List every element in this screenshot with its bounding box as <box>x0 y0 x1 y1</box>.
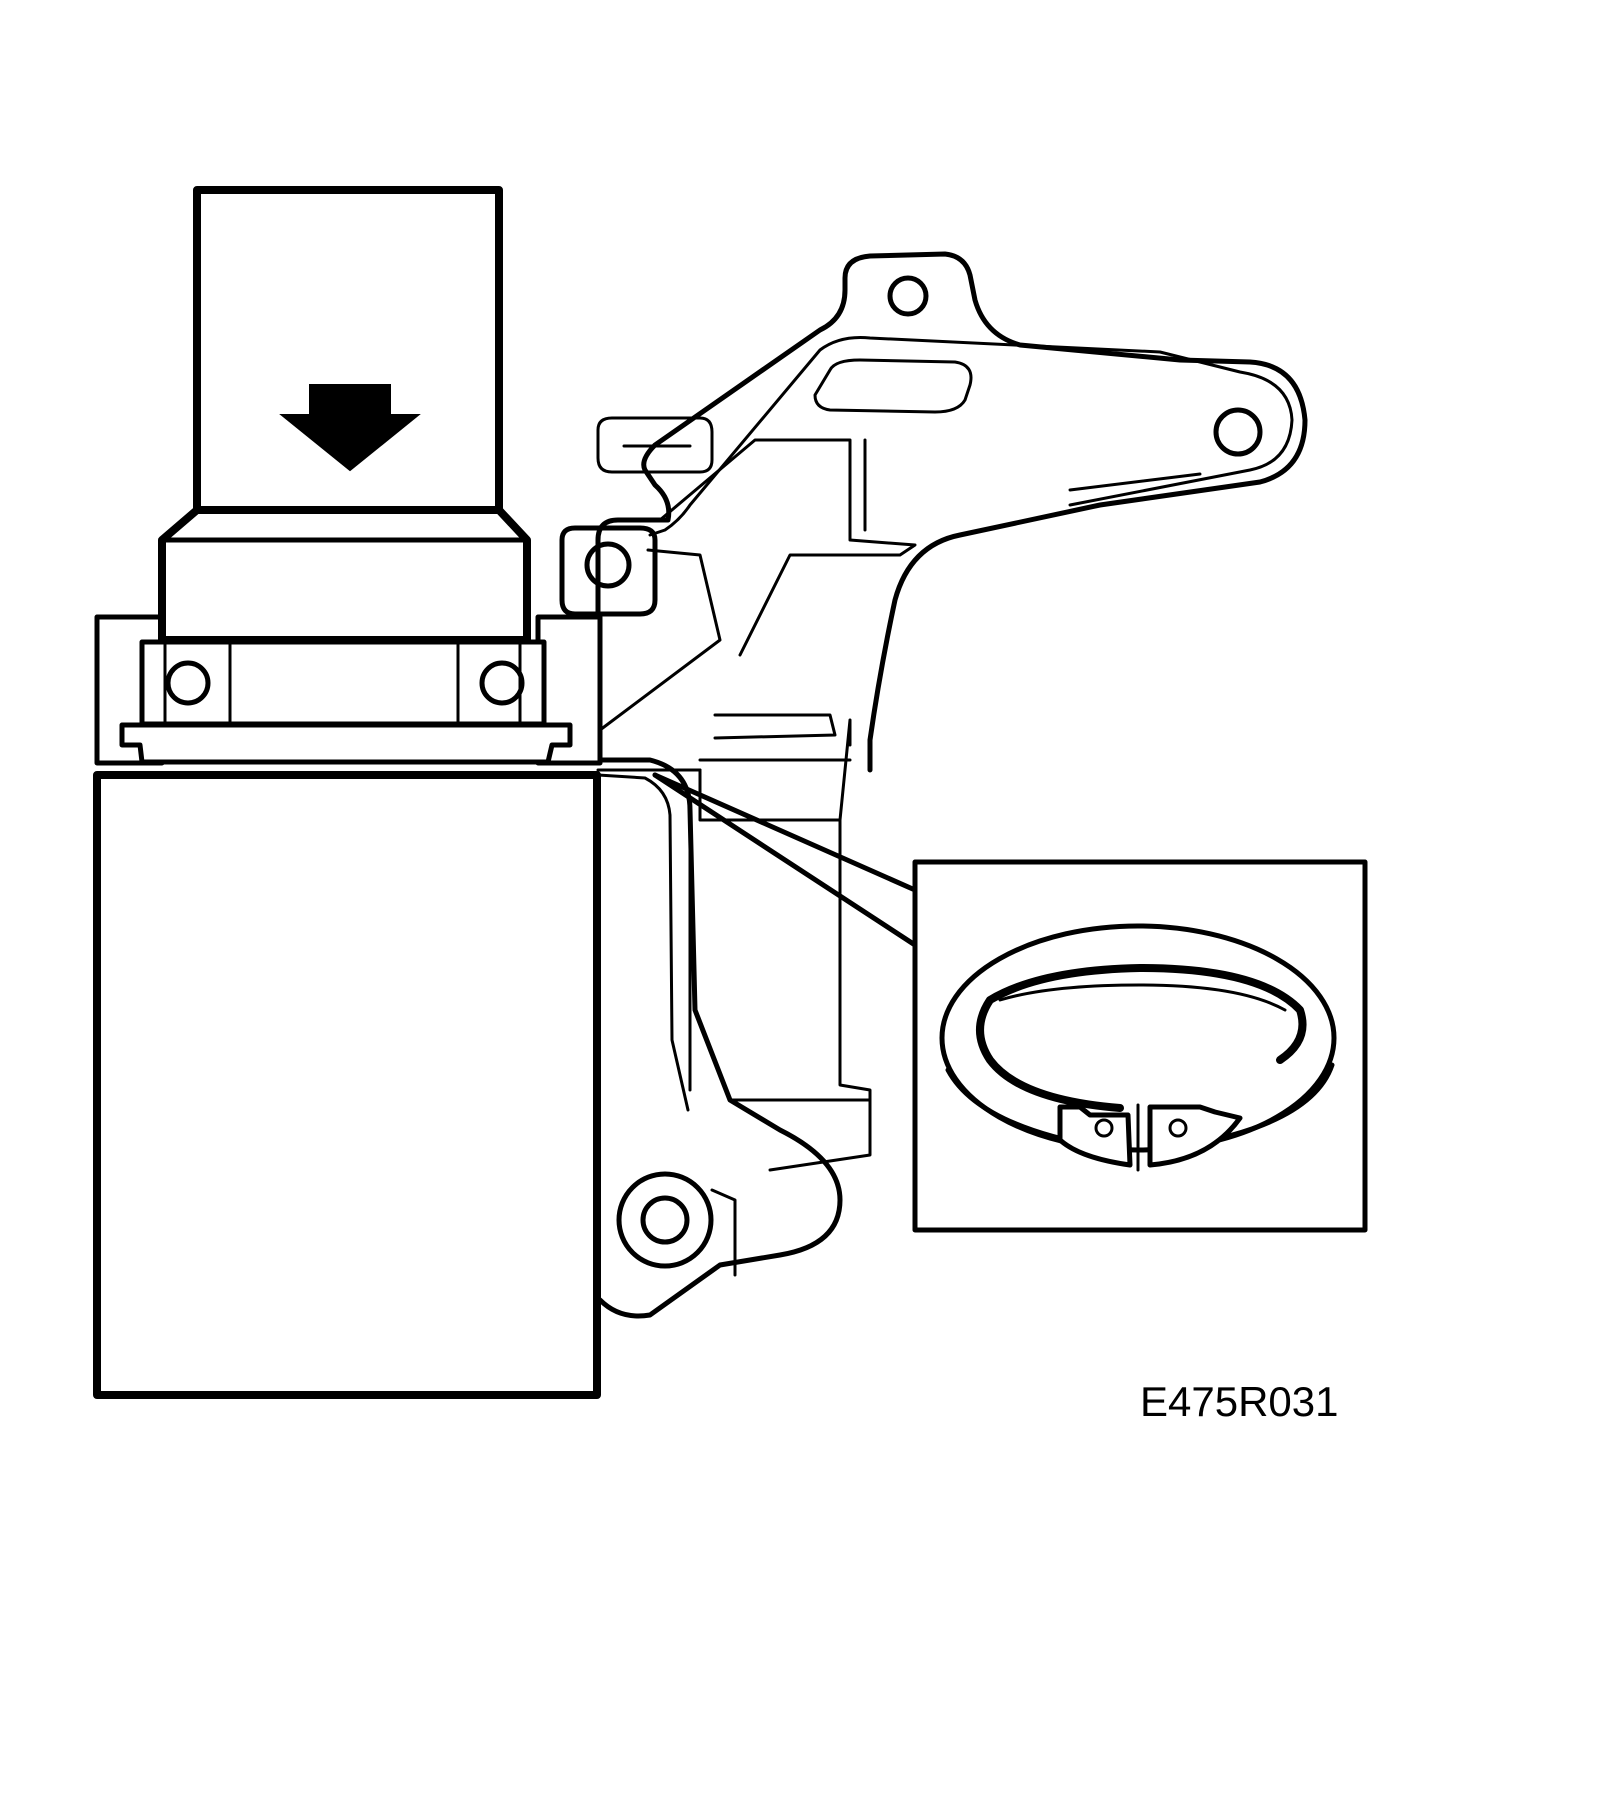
steering-knuckle <box>559 251 1308 1319</box>
detail-leader <box>652 772 918 948</box>
figure-code: E475R031 <box>1140 1378 1339 1425</box>
support-sleeve <box>93 771 601 1399</box>
bearing <box>94 614 603 766</box>
circlip-detail <box>912 859 1368 1233</box>
down-arrow-icon <box>279 384 421 472</box>
pressing-tool <box>158 186 531 644</box>
